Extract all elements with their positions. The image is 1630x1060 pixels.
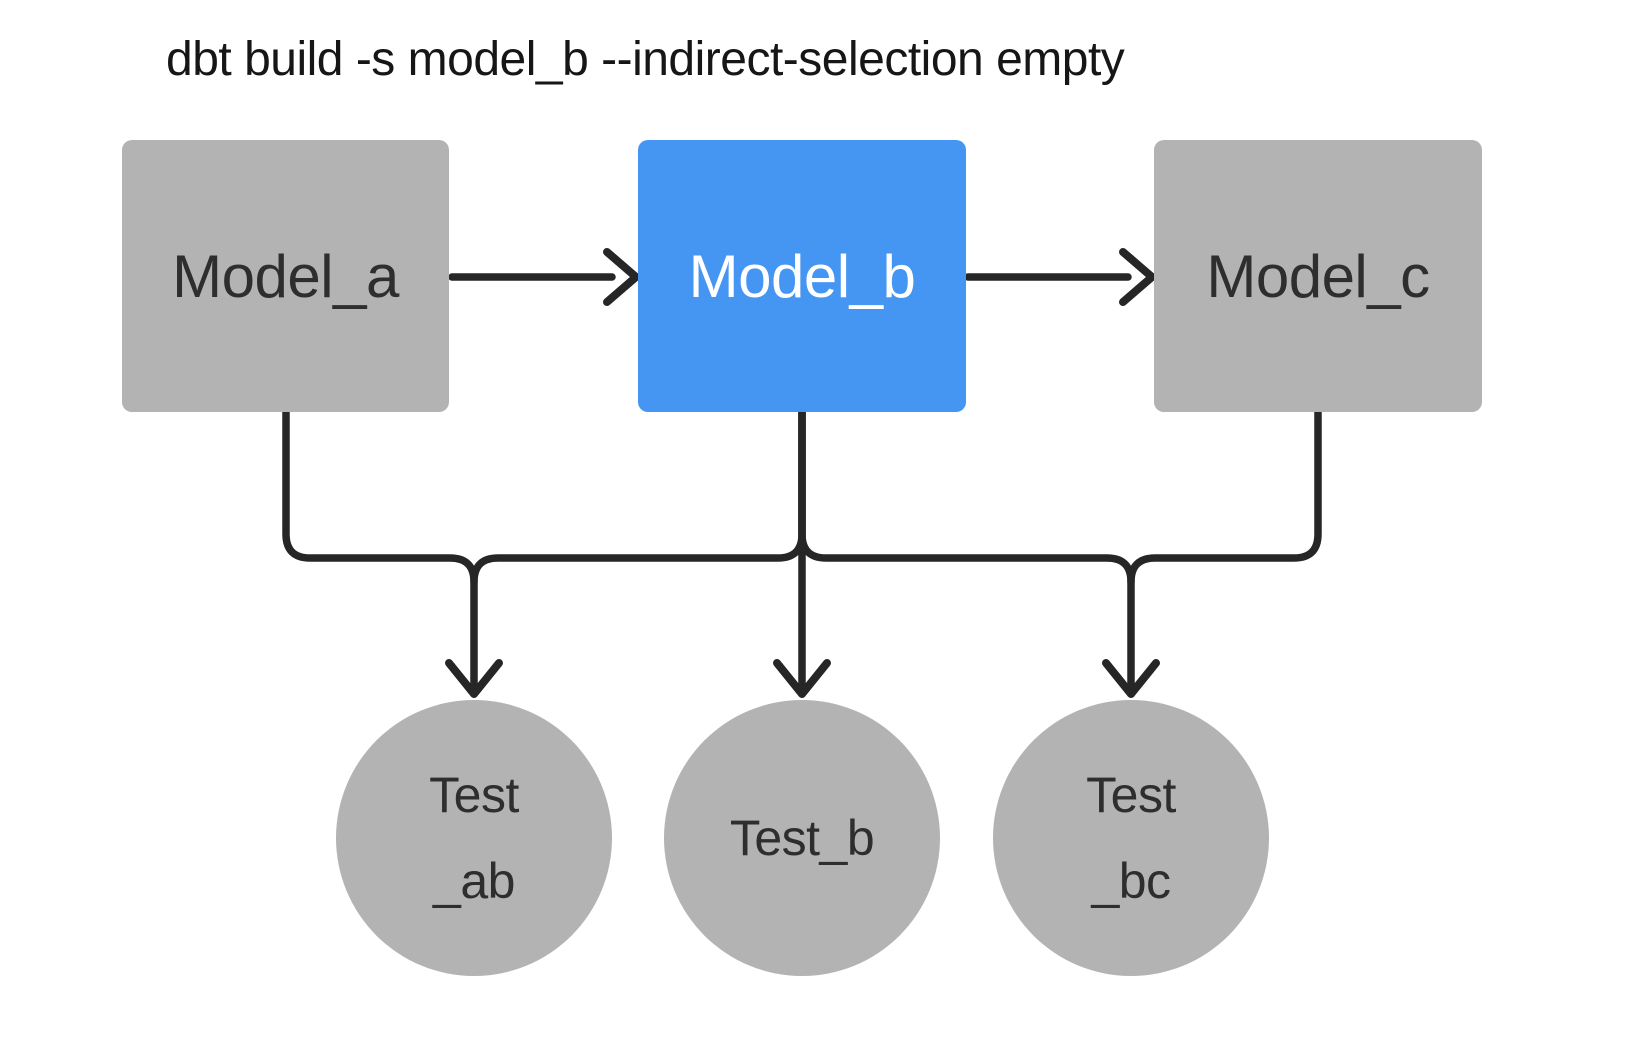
test-ab-label-line1: Test [429,767,519,823]
test-node-bc: Test _bc [993,700,1269,976]
test-b-label-line1: Test_b [729,810,875,866]
model-node-b-selected: Model_b [638,140,966,412]
edge-model_a-model_b [448,248,640,306]
model-node-c: Model_c [1154,140,1482,412]
model-node-a: Model_a [122,140,449,412]
edge-model_c-test_bc [1102,408,1322,698]
test-node-b: Test_b [664,700,940,976]
diagram-title: dbt build -s model_b --indirect-selectio… [166,33,1125,86]
model-a-label: Model_a [172,242,399,310]
test-ab-label-line2: _ab [433,853,515,909]
model-c-label: Model_c [1206,242,1430,310]
test-bc-label-line1: Test [1086,767,1176,823]
edge-model_b-test_ab [470,408,806,586]
test-bc-label-line2: _bc [1091,853,1171,909]
edge-model_b-model_c [964,248,1156,306]
edge-model_b-test_bc [798,408,1135,586]
edge-model_a-test_ab [282,408,503,698]
test-node-ab: Test _ab [336,700,612,976]
model-b-label: Model_b [688,242,916,310]
